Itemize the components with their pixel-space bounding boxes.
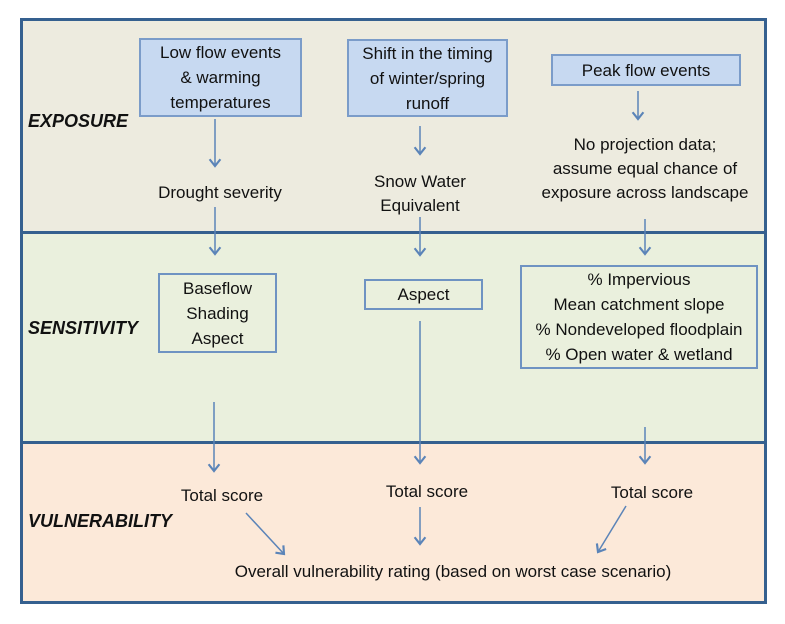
sensitivity-box-aspect: Aspect	[364, 279, 483, 310]
exposure-driver-box-peak-flow: Peak flow events	[551, 54, 741, 86]
total-score-label-2: Total score	[385, 482, 469, 501]
total-score-label-3: Total score	[610, 483, 694, 502]
sensitivity-box-catchment-factors: % Impervious Mean catchment slope % Nond…	[520, 265, 758, 369]
exposure-metric-no-projection-data: No projection data; assume equal chance …	[541, 135, 749, 202]
diagram-frame	[20, 18, 767, 604]
section-label-sensitivity: SENSITIVITY	[28, 318, 139, 338]
section-label-exposure: EXPOSURE	[28, 111, 129, 131]
overall-rating-text: Overall vulnerability rating (based on w…	[234, 562, 672, 581]
exposure-metric-snow-water-equivalent: Snow Water Equivalent	[374, 172, 466, 215]
sensitivity-box-baseflow-shading-aspect: Baseflow Shading Aspect	[158, 273, 277, 353]
exposure-driver-box-low-flow: Low flow events & warming temperatures	[139, 38, 302, 117]
exposure-driver-box-runoff-timing: Shift in the timing of winter/spring run…	[347, 39, 508, 117]
section-label-vulnerability: VULNERABILITY	[28, 511, 172, 531]
exposure-metric-drought-severity: Drought severity	[158, 183, 282, 202]
total-score-label-1: Total score	[180, 486, 264, 505]
section-vulnerability-band	[23, 441, 764, 601]
